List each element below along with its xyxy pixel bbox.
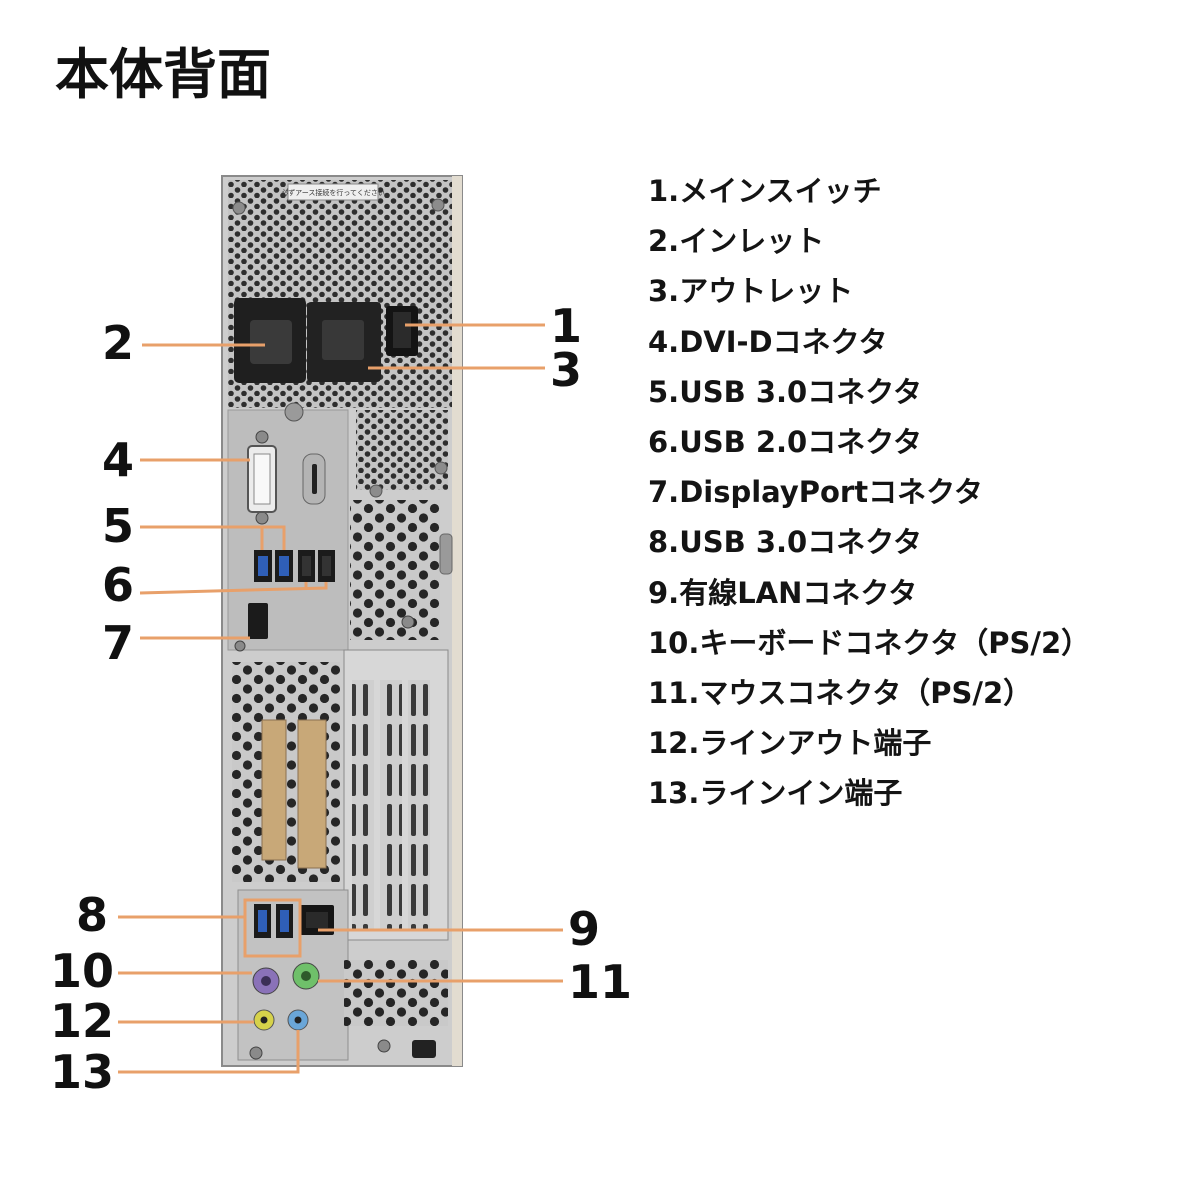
- ground-warning-sticker: [287, 183, 379, 201]
- callout-number-13: 13: [50, 1045, 115, 1099]
- callout-number-9: 9: [568, 902, 601, 956]
- security-lock-slot: [412, 1040, 436, 1058]
- legend-item-displayport: 7.DisplayPortコネクタ: [648, 475, 983, 510]
- main-switch-rocker: [393, 312, 411, 348]
- usb20-port-a-tongue: [302, 556, 311, 576]
- callout-number-3: 3: [550, 343, 583, 397]
- usb30-lower-port-b-tongue: [280, 910, 289, 932]
- bottom-vent: [344, 960, 448, 1026]
- psu-lower-grille: [356, 410, 448, 490]
- callout-number-6: 6: [102, 558, 135, 612]
- ps2-mouse-port-pins: [301, 971, 311, 981]
- legend-item-inlet: 2.インレット: [648, 224, 825, 259]
- legend-item-lan: 9.有線LANコネクタ: [648, 575, 918, 610]
- ground-warning-text: 必ずアース接続を行ってください: [281, 188, 385, 197]
- callout-number-8: 8: [76, 888, 109, 942]
- expansion-slot-cover-2: [380, 680, 402, 930]
- legend-item-line-out: 12.ラインアウト端子: [648, 726, 932, 761]
- dvi-screw-icon: [255, 430, 269, 444]
- usb30-upper-port-a-tongue: [258, 556, 268, 576]
- legend-item-main-switch: 1.メインスイッチ: [648, 174, 882, 208]
- knockout-slot: [312, 464, 317, 494]
- line-in-jack-hole: [294, 1016, 302, 1024]
- screw-icon: [401, 615, 415, 629]
- usb30-upper-port-b-tongue: [279, 556, 289, 576]
- psu-screw-icon: [232, 201, 246, 215]
- power-outlet-socket: [322, 320, 364, 360]
- usb20-port-b-tongue: [322, 556, 331, 576]
- displayport-connector: [248, 603, 268, 639]
- legend-item-ps2-keyboard: 10.キーボードコネクタ（PS/2）: [648, 625, 1091, 660]
- leader-line-6: [139, 582, 328, 595]
- leader-line-13: [118, 1030, 300, 1074]
- page-title: 本体背面: [55, 43, 271, 106]
- callout-number-12: 12: [50, 994, 115, 1048]
- expansion-bracket-b: [297, 719, 327, 869]
- legend-item-usb30-upper: 5.USB 3.0コネクタ: [648, 374, 923, 409]
- callout-number-2: 2: [102, 316, 135, 370]
- io-plate: [227, 409, 349, 651]
- callout-number-11: 11: [568, 955, 633, 1009]
- screw-icon: [377, 1039, 391, 1053]
- rear-vent-upper: [350, 500, 440, 640]
- leader-line-5: [140, 525, 286, 550]
- usb30-lower-port-a-tongue: [258, 910, 267, 932]
- callout-number-4: 4: [102, 433, 135, 487]
- legend-item-line-in: 13.ラインイン端子: [648, 776, 903, 811]
- expansion-slot-cover-3: [408, 680, 430, 930]
- legend-item-dvi-d: 4.DVI-Dコネクタ: [648, 324, 888, 359]
- lan-port-jack: [306, 912, 328, 928]
- psu-screw-icon: [431, 198, 445, 212]
- legend-item-outlet: 3.アウトレット: [648, 274, 854, 309]
- power-inlet-socket: [250, 320, 292, 364]
- dvi-d-pins: [253, 453, 271, 505]
- expansion-slot-cover-1: [352, 680, 374, 930]
- callout-number-7: 7: [102, 616, 135, 670]
- leader-lines: [118, 323, 563, 1074]
- chassis-edge: [452, 176, 462, 1066]
- ps2-keyboard-port-pins: [261, 976, 271, 986]
- screw-icon: [234, 640, 246, 652]
- legend-item-ps2-mouse: 11.マウスコネクタ（PS/2）: [648, 675, 1033, 710]
- io-screw-icon: [284, 402, 304, 422]
- legend-list: 1.メインスイッチ 2.インレット 3.アウトレット 4.DVI-Dコネクタ 5…: [648, 172, 1090, 824]
- expansion-bracket-a: [261, 719, 287, 861]
- legend-item-usb30-lower: 8.USB 3.0コネクタ: [648, 525, 923, 560]
- usb30-lower-highlight-box: [243, 898, 302, 958]
- line-out-jack-hole: [260, 1016, 268, 1024]
- screw-icon: [434, 461, 448, 475]
- side-latch: [439, 533, 453, 575]
- callout-number-1: 1: [550, 299, 583, 353]
- dvi-screw-icon: [255, 511, 269, 525]
- screw-icon: [369, 484, 383, 498]
- legend-item-usb20: 6.USB 2.0コネクタ: [648, 424, 923, 459]
- screw-icon: [249, 1046, 263, 1060]
- callout-number-10: 10: [50, 944, 115, 998]
- callout-number-5: 5: [102, 499, 135, 553]
